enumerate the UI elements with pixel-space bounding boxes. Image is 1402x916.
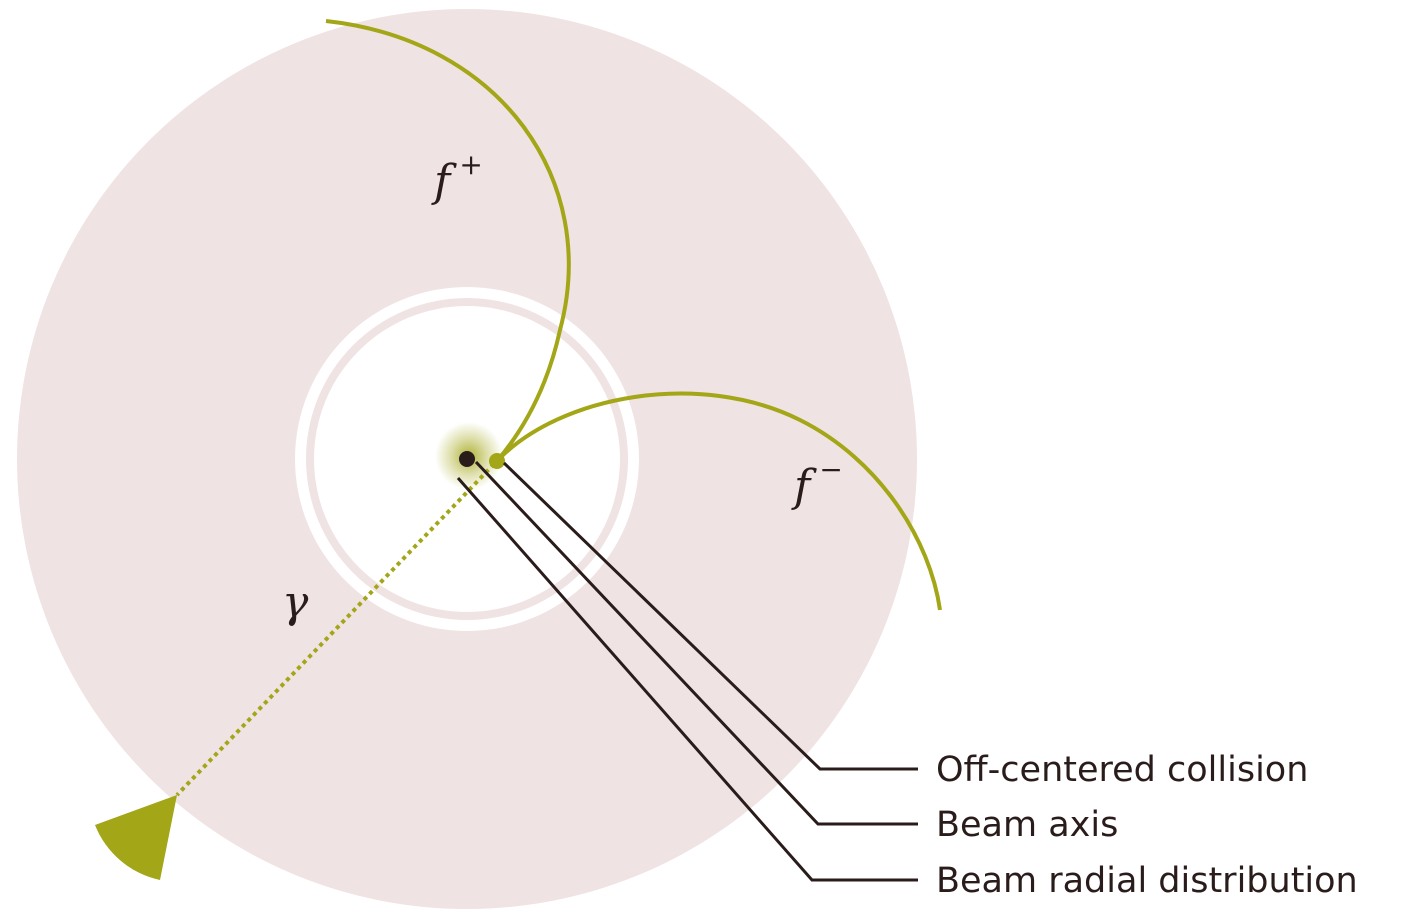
callout-label-beam-radial-distribution: Beam radial distribution — [936, 861, 1358, 901]
callout-line-beam-radial-distribution — [456, 477, 918, 882]
collision-point-dot-icon — [489, 453, 505, 469]
f-minus-track — [495, 391, 942, 611]
gamma-label: γ — [282, 577, 309, 628]
beam-axis-dot-icon — [459, 451, 475, 467]
photon-detector-wedge-icon — [95, 795, 177, 880]
callout-line-off-centered-collision — [502, 461, 918, 771]
f-plus-track — [325, 19, 571, 463]
callout-label-beam-axis: Beam axis — [936, 805, 1118, 845]
callout-label-off-centered-collision: Off-centered collision — [936, 750, 1308, 790]
callout-line-beam-axis — [474, 460, 918, 826]
